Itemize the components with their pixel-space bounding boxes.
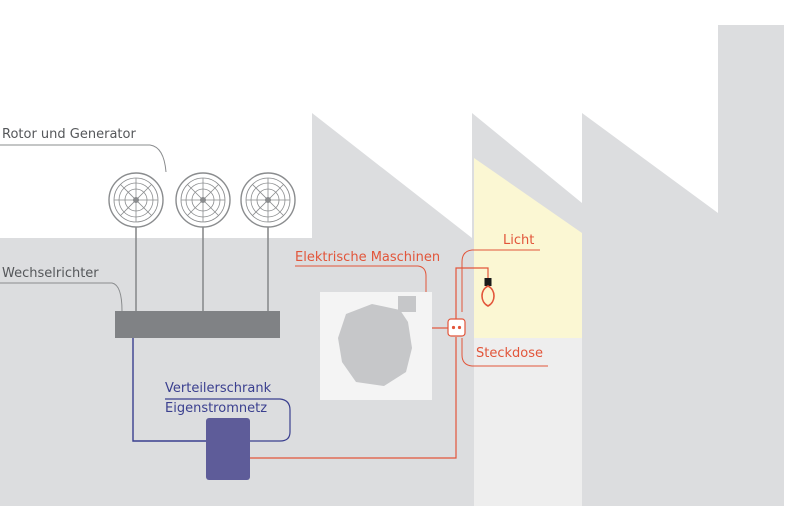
rotor-fan [175,172,231,228]
electric-machine [338,304,412,386]
rotor-fan [108,172,164,228]
distribution-cabinet [206,418,250,480]
grid-label: Eigenstromnetz [165,401,267,416]
light-zone [474,158,582,338]
cabinet-socket-wire [250,337,457,459]
inverter-cabinet-wire [132,338,206,442]
inverter-leader-line [0,282,123,312]
socket-leader-line [461,338,548,367]
rotor-leader-line [0,144,167,173]
bulb-base [484,278,492,286]
cabinet-label: Verteilerschrank [165,381,272,396]
machines-leader-line [295,265,427,292]
rotor-label: Rotor und Generator [2,127,136,142]
socket-icon [447,318,466,337]
machine-top-part [398,296,416,312]
light-label: Licht [503,233,534,248]
socket-light-wire [455,267,489,319]
socket-pin [451,325,456,330]
socket-label: Steckdose [476,346,543,361]
rotor-wires [135,225,269,312]
hall-column [474,338,582,506]
inverter-label: Wechselrichter [2,266,99,281]
socket-pin [457,325,462,330]
rotor-fan [240,172,296,228]
inverter-bar [115,311,280,338]
machines-label: Elektrische Maschinen [295,250,440,265]
light-bulb-icon [481,285,495,307]
light-leader-line [461,249,540,312]
cabinet-leader-line [165,398,291,442]
